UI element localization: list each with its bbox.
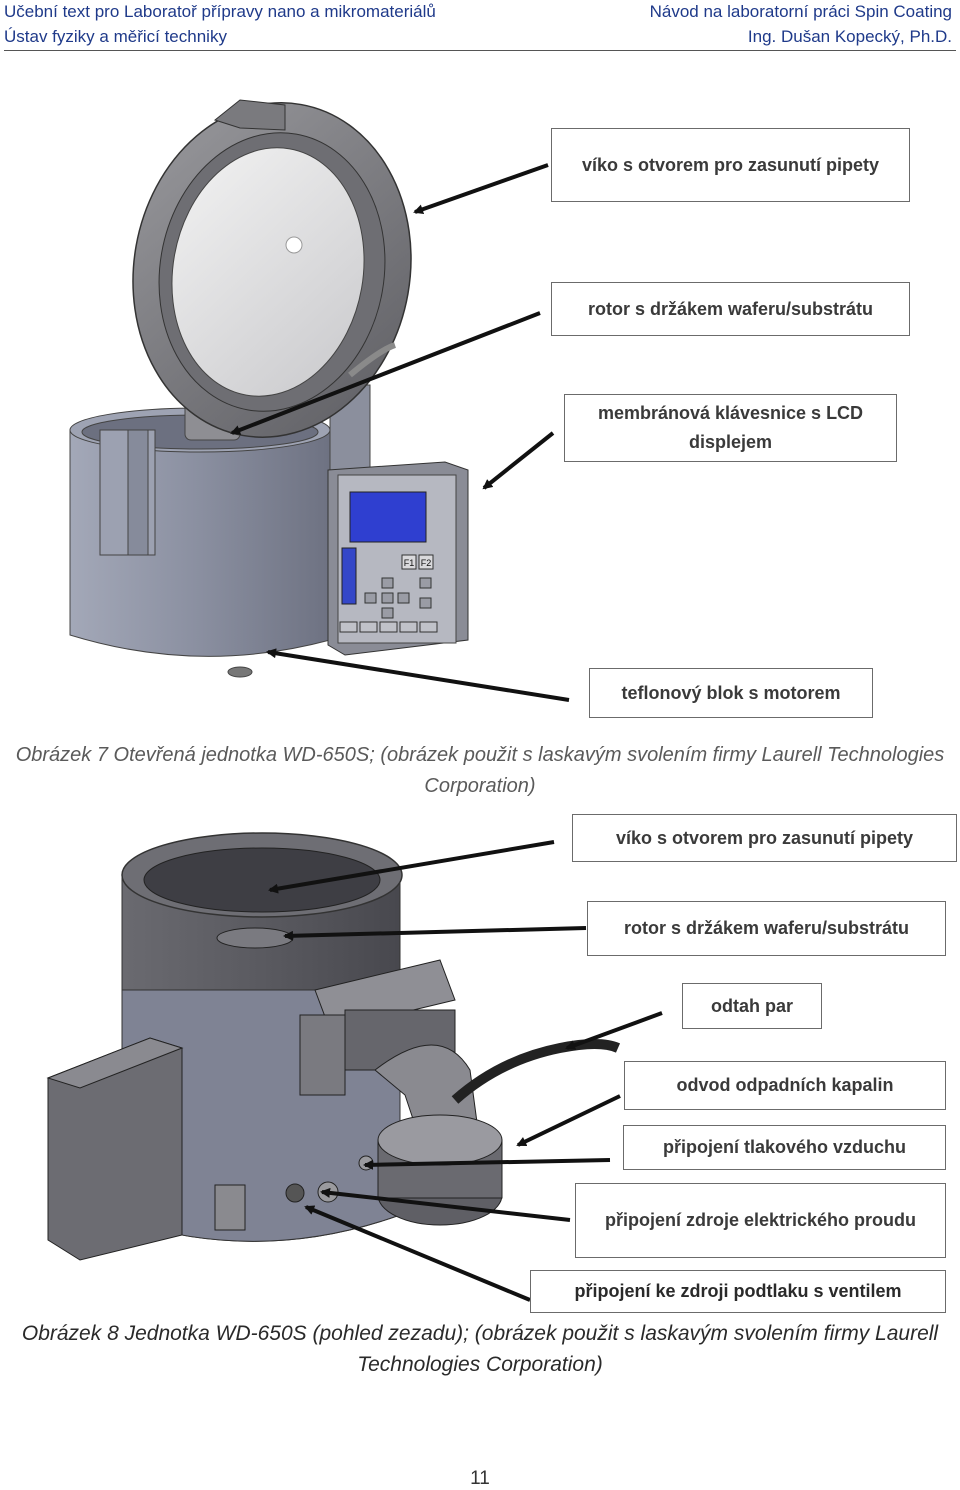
label-fig7-rotor: rotor s držákem waferu/substrátu bbox=[551, 282, 910, 336]
figure8-caption: Obrázek 8 Jednotka WD-650S (pohled zezad… bbox=[21, 1322, 939, 1376]
label-fig8-lid: víko s otvorem pro zasunutí pipety bbox=[572, 814, 957, 862]
panel-key-f2: F2 bbox=[421, 558, 432, 568]
arrow-fig7-keypad bbox=[482, 431, 555, 490]
header-author: Ing. Dušan Kopecký, Ph.D. bbox=[747, 27, 952, 46]
figure8-device bbox=[46, 832, 621, 1261]
header-institute: Ústav fyziky a měřicí techniky bbox=[4, 27, 227, 46]
arrow-fig8-exhaust bbox=[565, 1011, 663, 1050]
page-number: 11 bbox=[470, 1468, 490, 1489]
arrow-fig7-lid bbox=[413, 163, 549, 215]
arrow-fig7-rotor bbox=[230, 311, 541, 435]
header-course-title: Učební text pro Laboratoř přípravy nano … bbox=[4, 2, 436, 21]
label-fig7-teflon: teflonový blok s motorem bbox=[589, 668, 873, 718]
label-fig8-air: připojení tlakového vzduchu bbox=[623, 1125, 946, 1170]
header-lab-title: Návod na laboratorní práci Spin Coating bbox=[649, 2, 952, 21]
arrow-fig8-air bbox=[363, 1158, 611, 1170]
label-fig8-power: připojení zdroje elektrického proudu bbox=[575, 1183, 946, 1258]
label-fig8-rotor: rotor s držákem waferu/substrátu bbox=[587, 901, 946, 956]
header-divider bbox=[4, 50, 956, 51]
label-fig7-lid: víko s otvorem pro zasunutí pipety bbox=[551, 128, 910, 202]
arrow-fig8-drain bbox=[516, 1094, 621, 1147]
figure7-caption: Obrázek 7 Otevřená jednotka WD-650S; (ob… bbox=[15, 744, 945, 797]
figure7-device bbox=[69, 99, 469, 678]
label-fig8-exhaust: odtah par bbox=[682, 983, 822, 1029]
label-fig8-vacuum: připojení ke zdroji podtlaku s ventilem bbox=[530, 1270, 946, 1313]
label-fig8-drain: odvod odpadních kapalin bbox=[624, 1061, 946, 1110]
arrow-fig8-rotor bbox=[283, 926, 587, 941]
panel-key-f1: F1 bbox=[404, 558, 415, 568]
arrow-fig8-vacuum bbox=[304, 1205, 531, 1302]
arrow-fig8-lid bbox=[268, 840, 555, 894]
arrow-fig7-teflon bbox=[266, 648, 570, 702]
arrow-fig8-power bbox=[320, 1187, 571, 1222]
label-fig7-keypad: membránová klávesnice s LCD displejem bbox=[564, 394, 897, 462]
